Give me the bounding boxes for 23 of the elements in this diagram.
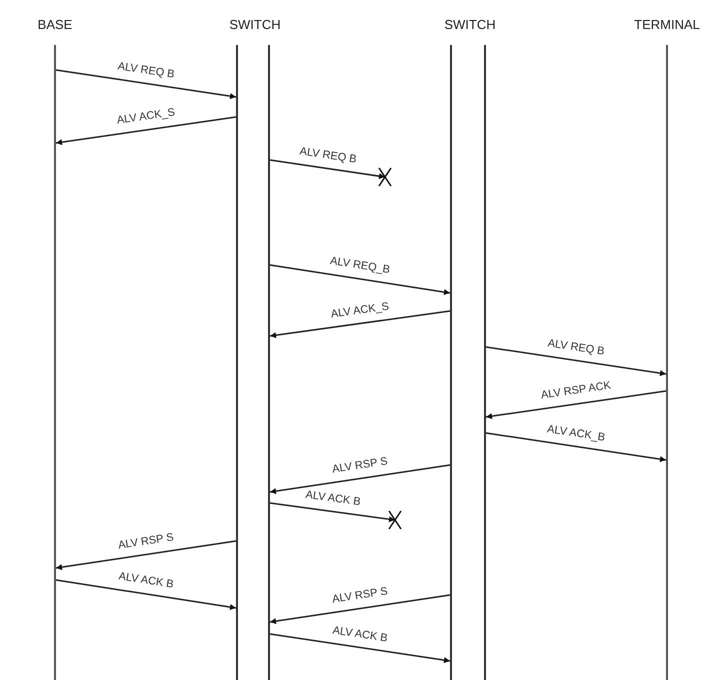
participant-name: SWITCH [444, 18, 496, 31]
participant-name: TERMINAL [634, 18, 700, 31]
message-arrow [486, 346, 666, 376]
message-arrow [56, 116, 236, 146]
edge-label: ALV REQ B [296, 146, 359, 166]
edge-label: ALV RSP S [116, 532, 176, 552]
message-arrow [56, 579, 236, 610]
edge-label: ALV RSP S [330, 586, 390, 606]
message-arrow [56, 69, 236, 100]
message-arrow [270, 594, 450, 624]
edge-label: ALV RSP S [330, 456, 390, 476]
message-arrow [486, 432, 666, 462]
message-arrow [270, 502, 396, 522]
participant-name: BASE [38, 18, 72, 31]
message-arrow [270, 264, 450, 296]
message-arrow [486, 390, 666, 420]
message-arrow [270, 464, 450, 494]
edge-label: ALV ACK B [302, 489, 363, 508]
message-arrow [56, 540, 236, 570]
message-arrow [270, 633, 450, 664]
message-arrow [270, 310, 450, 338]
message-arrow [270, 159, 386, 180]
participant-name: SWITCH [229, 18, 281, 31]
